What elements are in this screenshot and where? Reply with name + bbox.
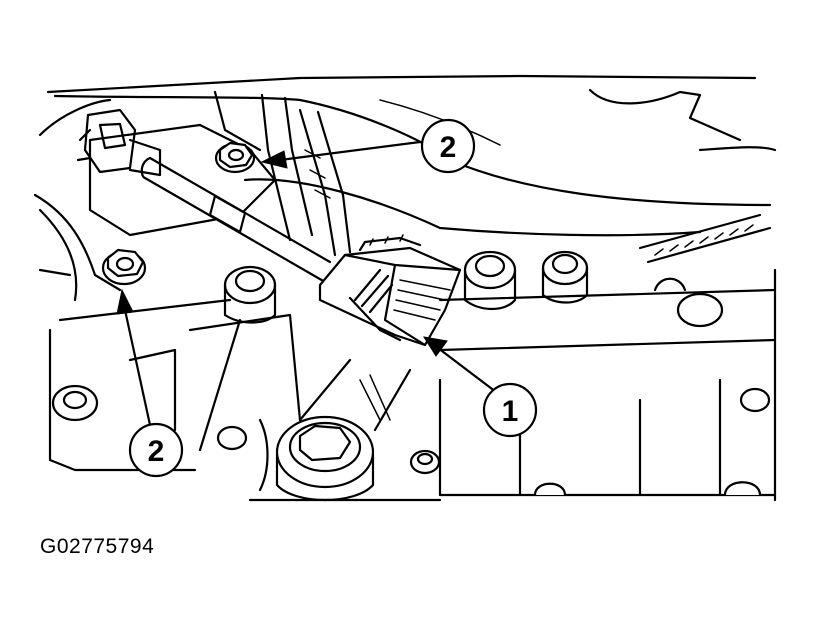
hose-fitting: [76, 108, 162, 177]
lower-housing: [48, 268, 777, 502]
callout-1: 1: [482, 382, 538, 438]
callout-2-lower-label: 2: [148, 435, 165, 468]
housing-bosses: [51, 250, 771, 496]
callout-1-label: 1: [502, 395, 519, 428]
braided-hose: [638, 213, 772, 264]
upper-housing: [38, 74, 777, 237]
callout-2-lower: 2: [128, 422, 184, 478]
upper-bolt: [214, 141, 256, 174]
callout-2-upper-label: 2: [440, 131, 457, 164]
drain-plug: [275, 358, 412, 501]
callout-2-upper: 2: [420, 118, 476, 174]
tube-assembly: [140, 156, 332, 284]
electrical-connector: [318, 234, 462, 347]
bracket-strips: [260, 93, 352, 257]
left-bracket-plate: [33, 123, 277, 302]
figure-id: G02775794: [40, 535, 155, 558]
lower-bolt: [101, 248, 147, 286]
leader-lines: [116, 140, 502, 452]
